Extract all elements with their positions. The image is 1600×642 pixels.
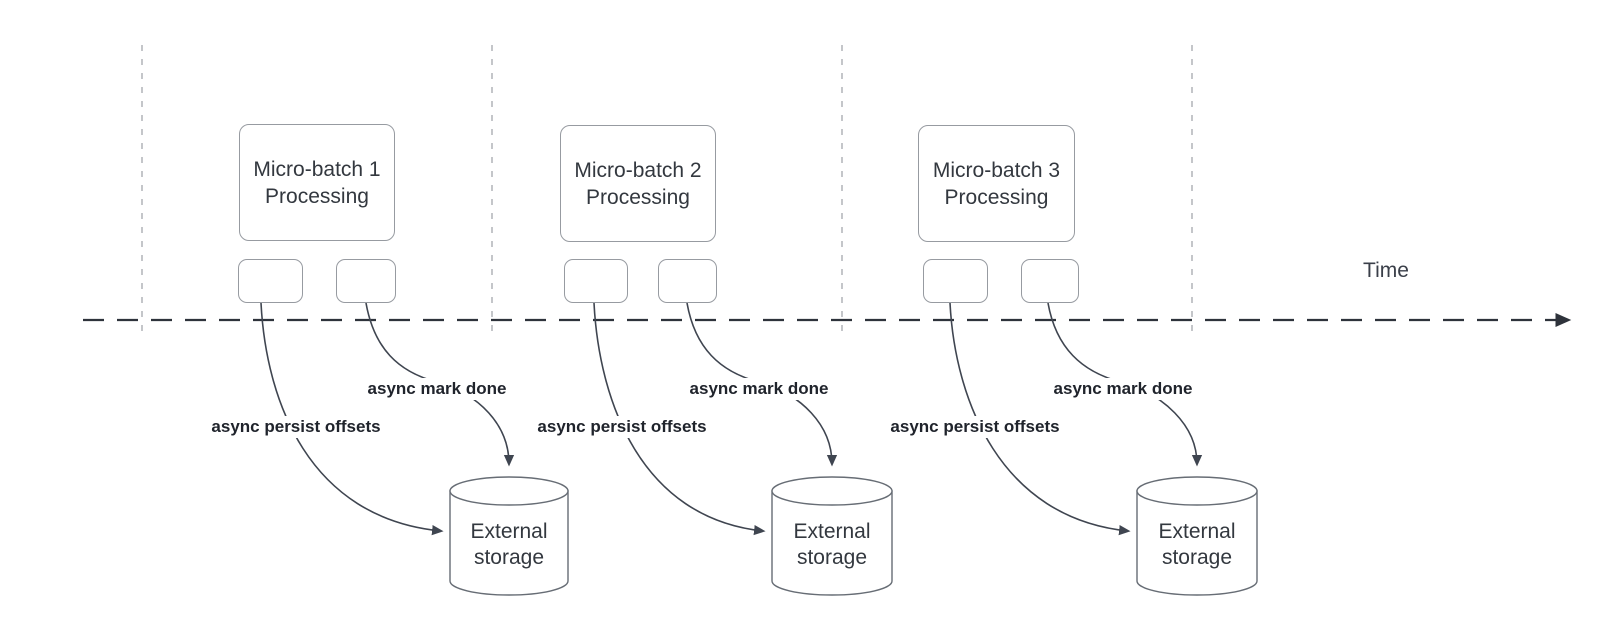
persist-offsets-arrow-3 xyxy=(949,302,1131,536)
mark-done-label-3: async mark done xyxy=(1050,378,1196,400)
cylinder-body-2 xyxy=(771,490,893,596)
micro-batch-2-title: Micro-batch 2 Processing xyxy=(574,158,702,209)
persist-offsets-arrow-1 xyxy=(260,302,444,536)
external-storage-label-2: External storage xyxy=(793,520,871,569)
persist-offsets-arrow-2 xyxy=(593,302,766,536)
external-storage-label-1: External storage xyxy=(470,520,548,569)
micro-batch-3-box: Micro-batch 3 Processing xyxy=(918,125,1075,242)
cylinder-body-3 xyxy=(1136,490,1258,596)
persist-offsets-label-3: async persist offsets xyxy=(887,416,1063,438)
micro-batch-3-title: Micro-batch 3 Processing xyxy=(932,158,1061,209)
mark-done-label-1: async mark done xyxy=(364,378,510,400)
persist-task-box-1 xyxy=(238,259,303,303)
micro-batch-2-box: Micro-batch 2 Processing xyxy=(560,125,716,242)
micro-batch-1-box: Micro-batch 1 Processing xyxy=(239,124,395,241)
persist-task-box-3 xyxy=(923,259,988,303)
persist-offsets-label-1: async persist offsets xyxy=(208,416,384,438)
time-axis-label: Time xyxy=(1363,259,1409,282)
storage-cylinder-3 xyxy=(1136,476,1258,596)
cylinder-top-2 xyxy=(771,476,893,506)
done-task-box-2 xyxy=(658,259,717,303)
done-task-box-1 xyxy=(336,259,396,303)
external-storage-label-3: External storage xyxy=(1158,520,1236,569)
cylinder-top-1 xyxy=(449,476,569,506)
cylinder-body-1 xyxy=(449,490,569,596)
storage-cylinder-2 xyxy=(771,476,893,596)
persist-task-box-2 xyxy=(564,259,628,303)
done-task-box-3 xyxy=(1021,259,1079,303)
storage-cylinder-1 xyxy=(449,476,569,596)
cylinder-top-3 xyxy=(1136,476,1258,506)
micro-batch-1-title: Micro-batch 1 Processing xyxy=(253,157,381,208)
mark-done-label-2: async mark done xyxy=(686,378,832,400)
persist-offsets-label-2: async persist offsets xyxy=(534,416,710,438)
